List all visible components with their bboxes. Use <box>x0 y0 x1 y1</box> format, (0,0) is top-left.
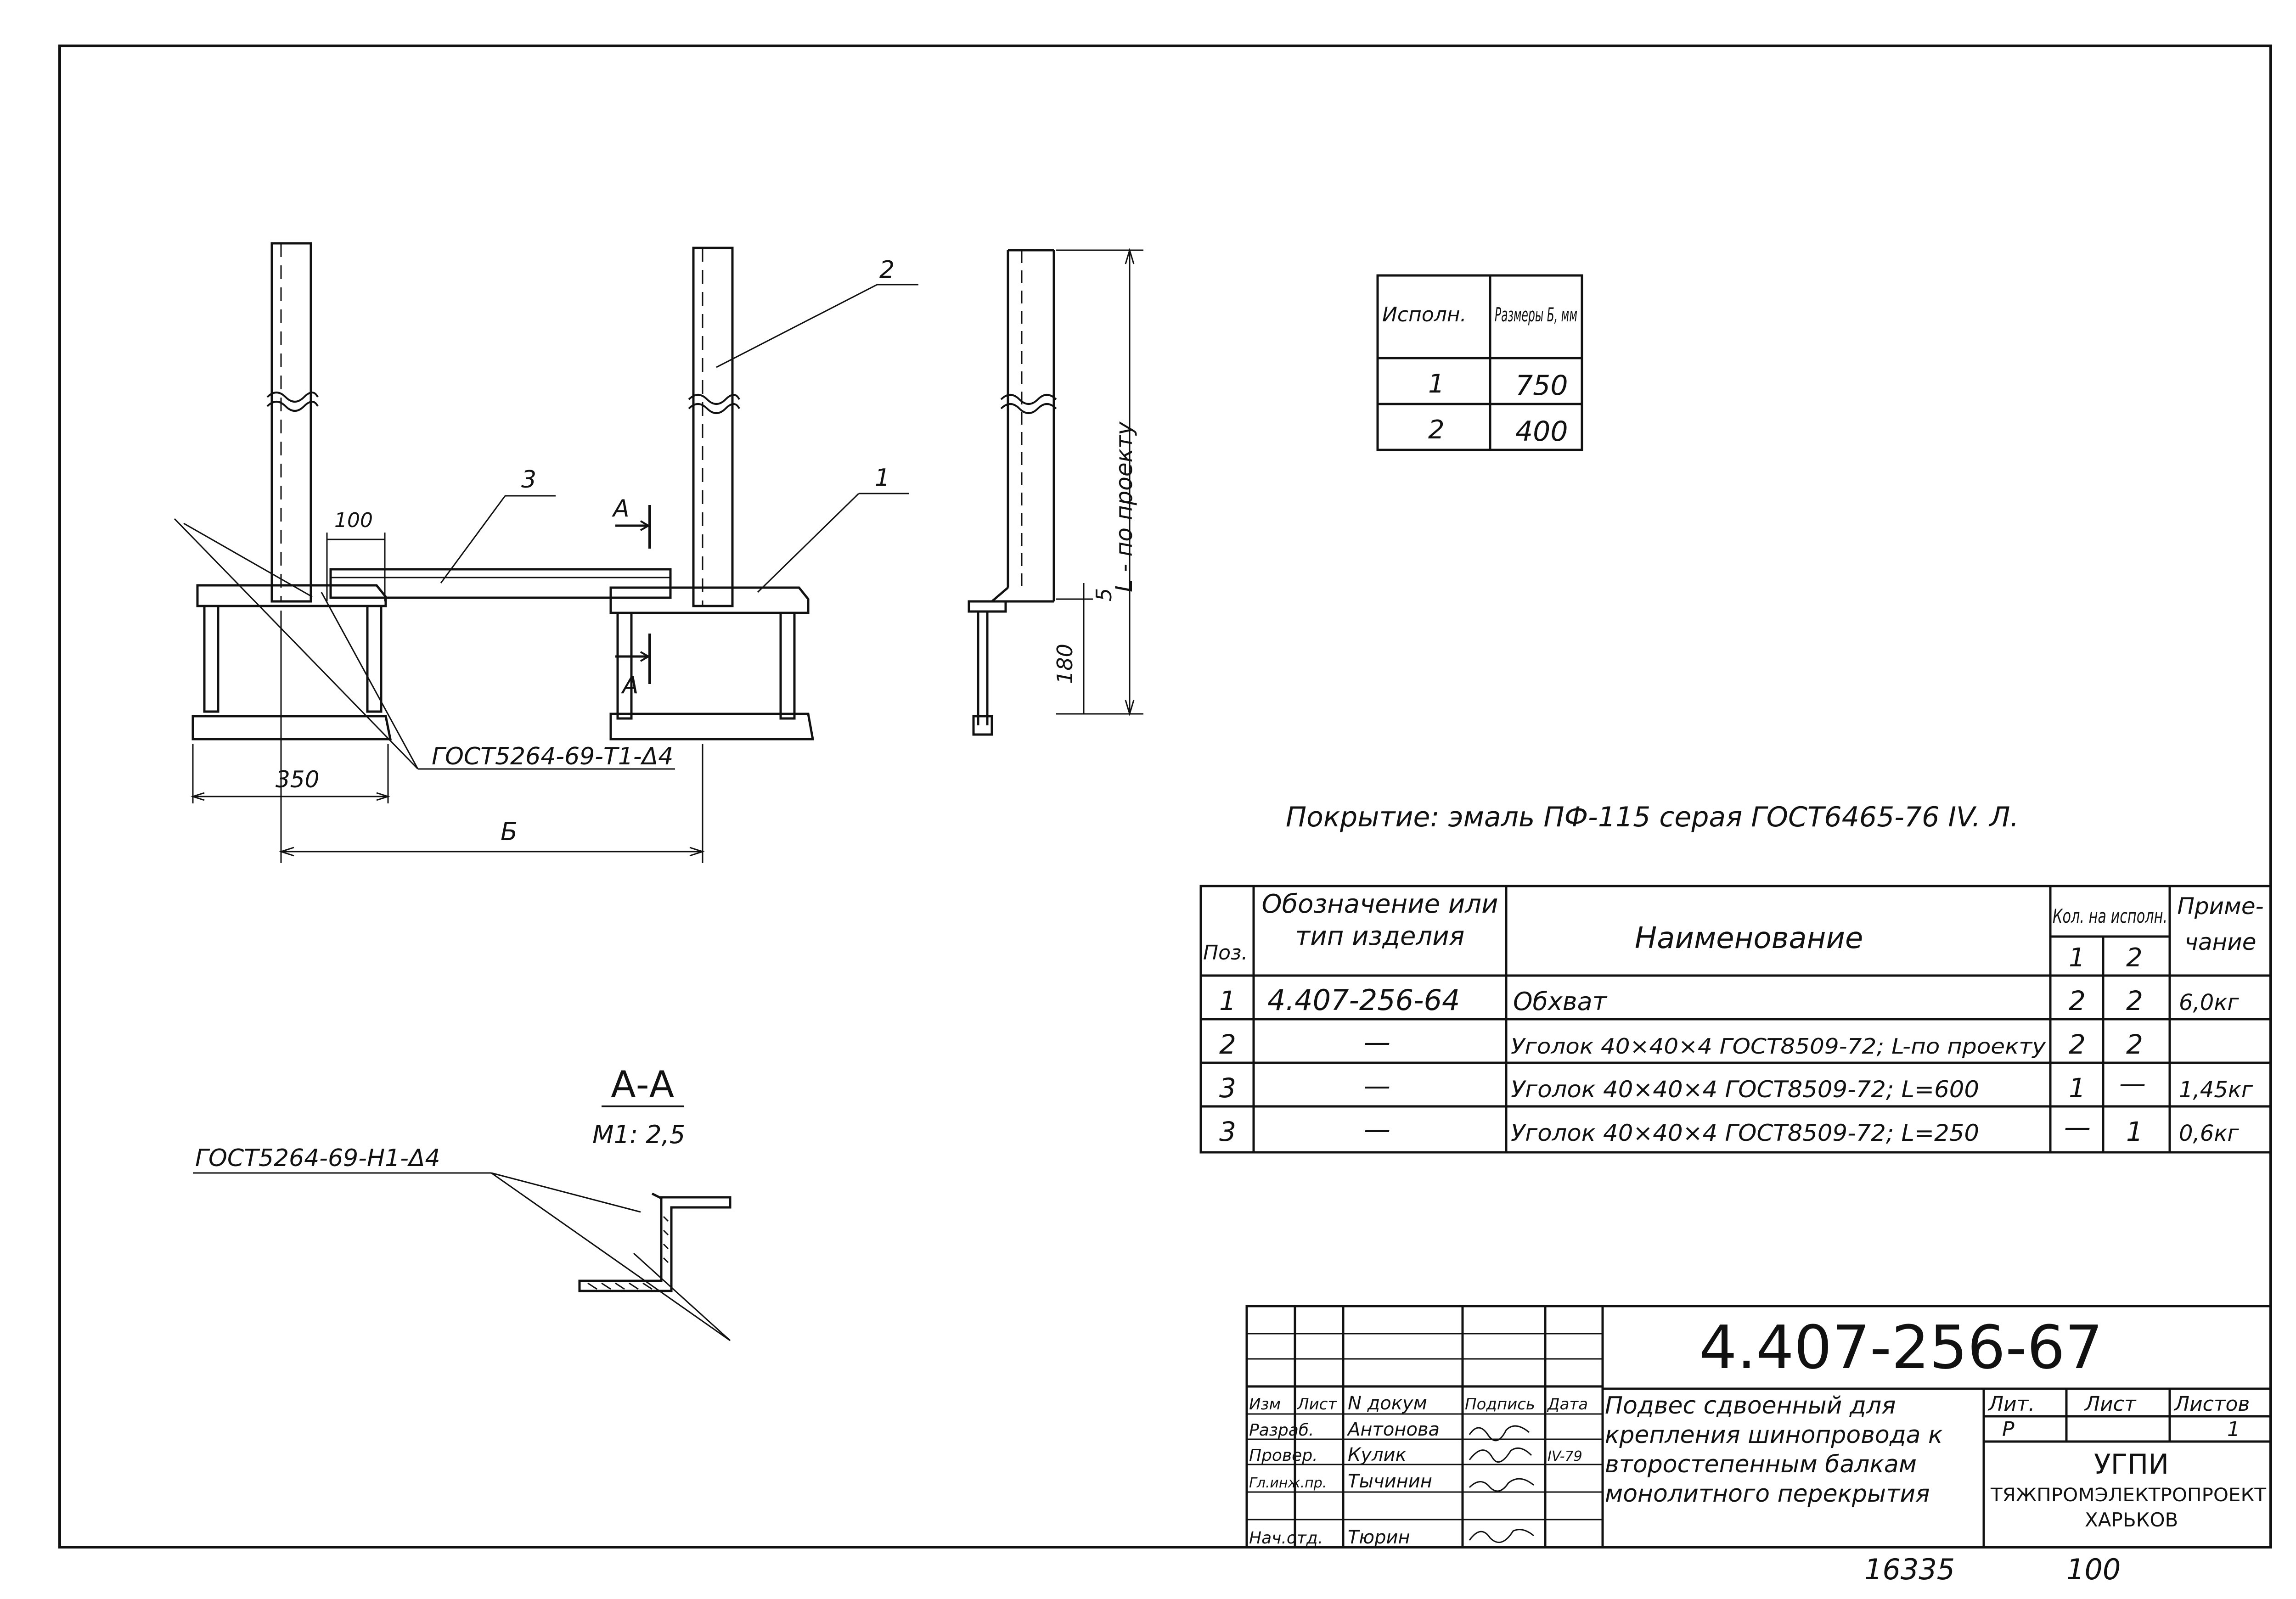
tb-sheets-value: 1 <box>2227 1418 2240 1441</box>
spec-row-1-pos: 1 <box>1219 985 1236 1016</box>
tb-org-3: ХАРЬКОВ <box>2085 1509 2178 1531</box>
tb-date-2: IV-79 <box>1548 1448 1582 1464</box>
tb-header-izm: Изм <box>1249 1395 1281 1414</box>
title-block <box>1245 1305 2272 1549</box>
spec-row-4-q2: 1 <box>2126 1116 2143 1147</box>
section-mark-bottom: А <box>621 672 639 699</box>
footer-left-number: 16335 <box>1864 1553 1955 1586</box>
spec-row-1-q2: 2 <box>2126 985 2143 1016</box>
right-vertical-angle <box>692 247 734 607</box>
tb-name-4: Тюрин <box>1348 1527 1410 1548</box>
spec-row-3-name: Уголок 40×40×4 ГОСТ8509-72; L=600 <box>1511 1076 1979 1103</box>
tb-lit-label: Лит. <box>1987 1392 2035 1416</box>
spec-row-2-name: Уголок 40×40×4 ГОСТ8509-72; L-по проекту <box>1511 1034 2046 1059</box>
left-clamp-bottom <box>191 715 392 741</box>
right-clamp-bottom <box>609 713 814 741</box>
dim-b: Б <box>501 817 518 846</box>
variants-table <box>1376 274 1583 451</box>
footer-right-number: 100 <box>2066 1553 2121 1586</box>
spec-header-q1: 1 <box>2069 943 2085 973</box>
tb-role-1: Разраб. <box>1249 1421 1314 1440</box>
section-title: А-А <box>611 1063 675 1106</box>
spec-row-3-desig: — <box>1364 1070 1390 1101</box>
callout-2: 2 <box>879 256 895 284</box>
variants-header-variant: Исполн. <box>1382 303 1467 326</box>
main-view <box>174 242 918 863</box>
spec-row-1-name: Обхват <box>1513 987 1608 1016</box>
drawing-title: Подвес сдвоенный для крепления шинопрово… <box>1605 1392 1943 1508</box>
spec-table <box>1199 885 2272 1154</box>
left-vertical-angle <box>270 242 312 603</box>
tb-header-list: Лист <box>1296 1395 1337 1414</box>
tb-org-1: УГПИ <box>2094 1448 2169 1481</box>
tb-lit-value: Р <box>2002 1418 2015 1441</box>
variants-header-size: Размеры Б, мм <box>1495 303 1577 326</box>
spec-header-name: Наименование <box>1635 921 1863 955</box>
callout-1: 1 <box>875 464 890 492</box>
tb-role-3: Гл.инж.пр. <box>1249 1475 1327 1491</box>
side-dim-180: 180 <box>1052 644 1077 684</box>
tb-name-2: Кулик <box>1348 1444 1407 1465</box>
spec-row-1-note: 6,0кг <box>2179 990 2239 1016</box>
drawing-number: 4.407-256-67 <box>1699 1313 2103 1382</box>
weld-section-label: ГОСТ5264-69-Н1-Δ4 <box>195 1145 440 1172</box>
right-clamp-top <box>609 586 810 614</box>
section-a-a <box>193 1105 732 1341</box>
variants-row-1-size: 750 <box>1515 370 1568 402</box>
section-scale: М1: 2,5 <box>592 1120 685 1149</box>
tb-header-doc: N докум <box>1348 1393 1427 1414</box>
sheet-frame <box>58 45 2272 1549</box>
side-dim-length: L - по проекту <box>1111 421 1137 592</box>
signatures <box>1469 1425 1534 1543</box>
dim-100: 100 <box>334 509 373 532</box>
callout-3: 3 <box>521 466 536 494</box>
tb-org-2: ТЯЖПРОМЭЛЕКТРОПРОЕКТ <box>1990 1485 2267 1506</box>
tb-name-1: Антонова <box>1346 1419 1440 1440</box>
spec-header-q2: 2 <box>2126 943 2143 973</box>
connecting-angle <box>329 568 672 599</box>
variants-row-1-variant: 1 <box>1428 369 1445 399</box>
spec-row-2-pos: 2 <box>1219 1029 1236 1060</box>
tb-role-4: Нач.отд. <box>1249 1529 1323 1548</box>
spec-row-1-desig: 4.407-256-64 <box>1267 983 1460 1017</box>
tb-header-date: Дата <box>1547 1395 1588 1414</box>
spec-row-2-desig: — <box>1364 1027 1390 1058</box>
spec-header-pos: Поз. <box>1203 941 1248 965</box>
dim-350: 350 <box>276 766 319 793</box>
spec-row-4-note: 0,6кг <box>2179 1121 2239 1146</box>
spec-row-4-q1: — <box>2064 1111 2091 1143</box>
variants-row-2-variant: 2 <box>1428 415 1445 445</box>
tb-sheet-label: Лист <box>2084 1392 2137 1416</box>
spec-row-3-note: 1,45кг <box>2179 1077 2253 1103</box>
side-view <box>968 247 1143 736</box>
side-dim-5: 5 <box>1092 588 1116 601</box>
tb-role-2: Провер. <box>1249 1446 1318 1465</box>
spec-header-designation: Обозначение или тип изделия <box>1261 889 1498 951</box>
spec-row-3-q1: 1 <box>2069 1072 2086 1104</box>
tb-header-sign: Подпись <box>1465 1395 1535 1414</box>
spec-row-2-q2: 2 <box>2126 1029 2143 1060</box>
spec-row-1-q1: 2 <box>2069 985 2086 1016</box>
spec-row-3-pos: 3 <box>1219 1072 1236 1104</box>
spec-row-4-name: Уголок 40×40×4 ГОСТ8509-72; L=250 <box>1511 1120 1979 1146</box>
spec-row-4-pos: 3 <box>1219 1116 1236 1147</box>
spec-row-3-q2: — <box>2119 1068 2146 1099</box>
weld-main-label: ГОСТ5264-69-Т1-Δ4 <box>432 743 673 770</box>
section-mark-top: А <box>612 495 630 522</box>
spec-rows: 1 4.407-256-64 Обхват 2 2 6,0кг 2 — Угол… <box>1219 983 2253 1147</box>
coating-note: Покрытие: эмаль ПФ-115 серая ГОСТ6465-76… <box>1286 801 2019 833</box>
spec-header-qty: Кол. на исполн. <box>2053 905 2167 927</box>
spec-row-2-q1: 2 <box>2069 1029 2086 1060</box>
spec-header-note: Приме- чание <box>2177 893 2264 955</box>
left-clamp-top <box>196 584 387 607</box>
tb-sheets-label: Листов <box>2173 1392 2250 1416</box>
tb-name-3: Тычинин <box>1348 1471 1432 1492</box>
spec-row-4-desig: — <box>1364 1114 1390 1145</box>
variants-row-2-size: 400 <box>1515 415 1568 448</box>
